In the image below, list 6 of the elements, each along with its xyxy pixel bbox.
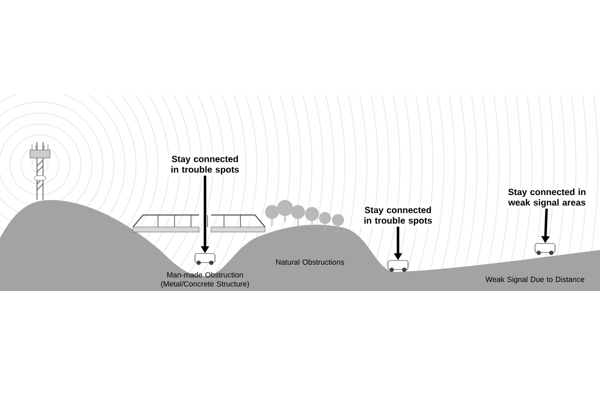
car <box>388 260 408 272</box>
callout-text: Stay connected in trouble spots <box>168 154 242 176</box>
callout-text: Stay connected in weak signal areas <box>505 188 589 208</box>
car <box>534 243 556 255</box>
callout-text: Stay connected in trouble spots <box>361 206 435 226</box>
car <box>194 253 216 265</box>
